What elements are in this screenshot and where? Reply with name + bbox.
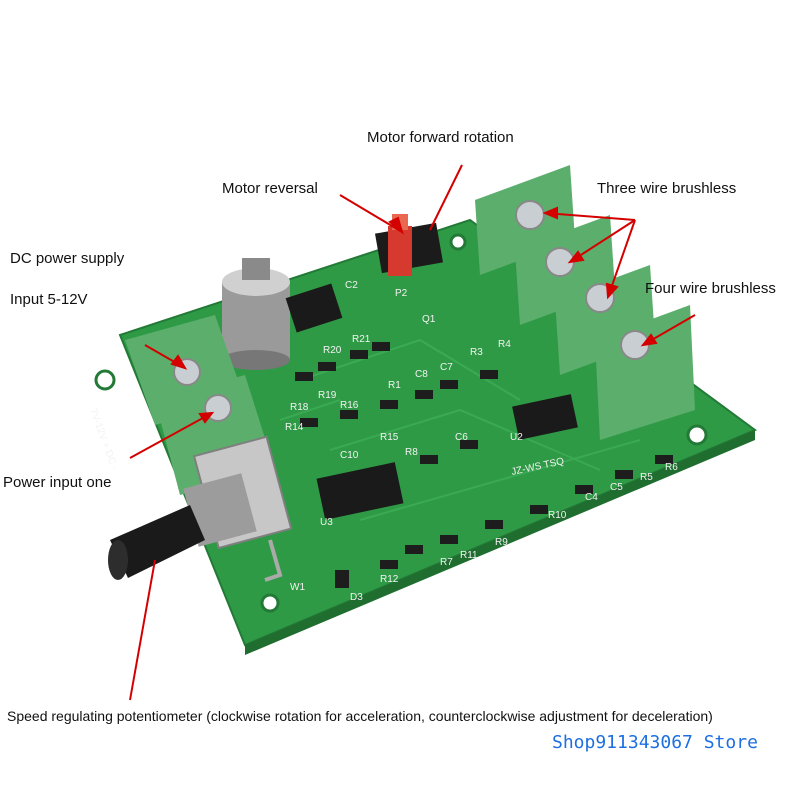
svg-text:R5: R5 <box>640 472 653 483</box>
svg-text:R21: R21 <box>352 334 371 345</box>
svg-text:U2: U2 <box>510 432 523 443</box>
svg-text:C8: C8 <box>415 369 428 380</box>
svg-text:R15: R15 <box>380 432 399 443</box>
svg-text:R11: R11 <box>460 550 478 561</box>
svg-text:R7: R7 <box>440 557 453 568</box>
svg-text:C4: C4 <box>585 492 598 503</box>
four-wire-label: Four wire brushless <box>645 280 776 297</box>
motor-reversal-label: Motor reversal <box>222 180 318 197</box>
terminal-block-right <box>475 165 695 440</box>
dc-power-supply-label: DC power supply <box>10 250 125 267</box>
ic-u3 <box>316 462 404 520</box>
svg-text:R20: R20 <box>323 345 342 356</box>
power-input-one-label: Power input one <box>3 474 112 491</box>
three-wire-label: Three wire brushless <box>597 180 737 197</box>
svg-text:R14: R14 <box>285 422 304 433</box>
svg-text:7V-12V + DC -: 7V-12V + DC - <box>87 407 119 472</box>
ic-u2 <box>512 394 578 440</box>
svg-text:Q1: Q1 <box>422 314 436 325</box>
svg-text:P2: P2 <box>395 288 408 299</box>
svg-text:W1: W1 <box>290 582 305 593</box>
electrolytic-capacitor <box>222 258 290 370</box>
svg-text:R8: R8 <box>405 447 418 458</box>
input-voltage-label: Input 5-12V <box>10 291 88 308</box>
svg-text:R18: R18 <box>290 402 309 413</box>
svg-text:R12: R12 <box>380 574 399 585</box>
speed-pot-label: Speed regulating potentiometer (clockwis… <box>7 708 713 724</box>
svg-text:R19: R19 <box>318 390 337 401</box>
svg-text:R6: R6 <box>665 462 678 473</box>
svg-text:R9: R9 <box>495 537 508 548</box>
svg-text:R4: R4 <box>498 339 511 350</box>
svg-text:R1: R1 <box>388 380 401 391</box>
callout-lines <box>129 164 696 701</box>
svg-text:R10: R10 <box>548 510 567 521</box>
svg-text:R16: R16 <box>340 400 359 411</box>
svg-text:U3: U3 <box>320 517 333 528</box>
svg-text:D3: D3 <box>350 592 363 603</box>
jumper-header <box>374 214 444 276</box>
svg-text:C5: C5 <box>610 482 623 493</box>
svg-text:C6: C6 <box>455 432 468 443</box>
svg-text:C10: C10 <box>340 450 359 461</box>
potentiometer <box>108 435 293 582</box>
svg-text:R3: R3 <box>470 347 483 358</box>
svg-text:C7: C7 <box>440 362 453 373</box>
store-watermark: Shop911343067 Store <box>552 732 758 753</box>
motor-forward-label: Motor forward rotation <box>367 129 514 146</box>
svg-text:C2: C2 <box>345 280 358 291</box>
